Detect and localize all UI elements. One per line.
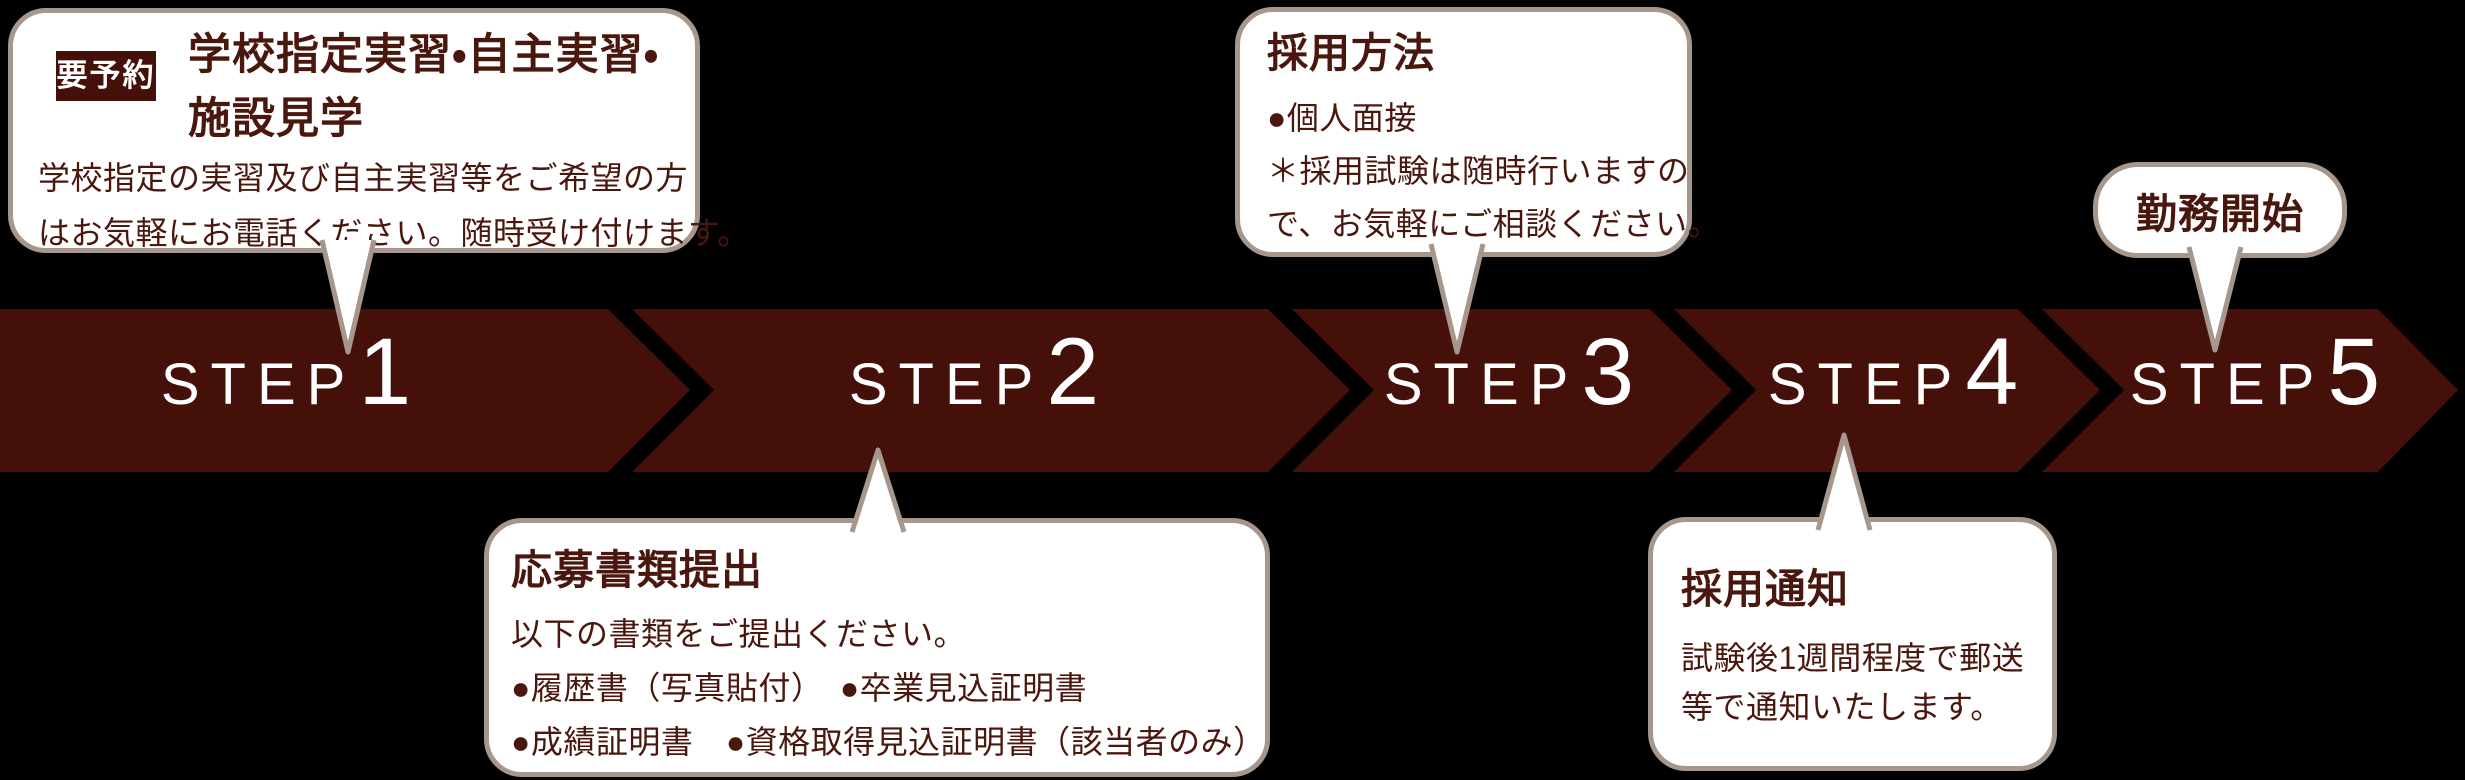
callout-hiring-method-title: 採用方法 <box>1267 30 1435 76</box>
step-2-arrow <box>632 309 1350 472</box>
callout-school-visit: 要予約 学校指定実習・自主実習・ 施設見学 学校指定の実習及び自主実習等をご希望… <box>8 8 749 253</box>
step-4-word: STEP <box>1767 352 1964 417</box>
body-line: ＊採用試験は随時行いますの <box>1267 153 1690 189</box>
body-line: はお気軽にお電話ください。随時受け付けます。 <box>38 215 750 251</box>
callout-school-visit-body: 学校指定の実習及び自主実習等をご希望の方 はお気軽にお電話ください。随時受け付け… <box>38 151 750 261</box>
body-line: ●履歴書（写真貼付） ●卒業見込証明書 <box>511 670 1088 706</box>
step-3-arrow <box>1292 309 1732 472</box>
step-3-word: STEP <box>1383 352 1580 417</box>
callout-documents-title: 応募書類提出 <box>511 547 763 593</box>
callout-hiring-method: 採用方法 ●個人面接 ＊採用試験は随時行いますの で、お気軽にご相談ください。 <box>1235 7 1720 257</box>
callout-notice-title: 採用通知 <box>1681 566 1849 612</box>
callout-notice-body: 試験後1週間程度で郵送 等で通知いたします。 <box>1681 634 2024 732</box>
body-line: 以下の書類をご提出ください。 <box>511 616 967 652</box>
step-1-word: STEP <box>160 352 357 417</box>
step-2-label: STEP 2 <box>849 318 1099 427</box>
callout-documents: 応募書類提出 以下の書類をご提出ください。 ●履歴書（写真貼付） ●卒業見込証明… <box>484 518 1270 777</box>
body-line: 等で通知いたします。 <box>1681 689 2003 725</box>
step-3-number: 3 <box>1581 319 1635 425</box>
step-1-number: 1 <box>358 319 412 425</box>
step-5-number: 5 <box>2327 319 2381 425</box>
body-line: 試験後1週間程度で郵送 <box>1681 640 2025 676</box>
callout-hiring-method-body: ●個人面接 ＊採用試験は随時行いますの で、お気軽にご相談ください。 <box>1267 92 1720 251</box>
title-line: 学校指定実習・自主実習・ <box>188 31 660 79</box>
body-line: ●成績証明書 ●資格取得見込証明書（該当者のみ） <box>511 724 1266 760</box>
body-line: で、お気軽にご相談ください。 <box>1267 206 1721 242</box>
callout-start-work: 勤務開始 <box>2093 162 2347 258</box>
callout-school-visit-title: 学校指定実習・自主実習・ 施設見学 <box>188 23 659 151</box>
callout-documents-body: 以下の書類をご提出ください。 ●履歴書（写真貼付） ●卒業見込証明書 ●成績証明… <box>511 607 1266 769</box>
step-4-number: 4 <box>1965 319 2019 425</box>
callout-start-work-title: 勤務開始 <box>2136 191 2304 237</box>
step-4-arrow <box>1674 309 2100 472</box>
step-5-word: STEP <box>2129 352 2326 417</box>
reservation-badge: 要予約 <box>56 51 156 101</box>
step-3-label: STEP 3 <box>1384 318 1634 427</box>
callout-notice: 採用通知 試験後1週間程度で郵送 等で通知いたします。 <box>1648 517 2057 771</box>
step-1-arrow <box>0 309 690 472</box>
step-2-word: STEP <box>848 352 1045 417</box>
step-5-label: STEP 5 <box>2130 318 2380 427</box>
step-5-arrow <box>2042 309 2458 472</box>
title-line: 施設見学 <box>188 95 364 143</box>
body-line: ●個人面接 <box>1267 100 1417 136</box>
body-line: 学校指定の実習及び自主実習等をご希望の方 <box>38 160 689 196</box>
step-1-label: STEP 1 <box>161 318 411 427</box>
step-2-number: 2 <box>1046 319 1100 425</box>
step-4-label: STEP 4 <box>1768 318 2018 427</box>
